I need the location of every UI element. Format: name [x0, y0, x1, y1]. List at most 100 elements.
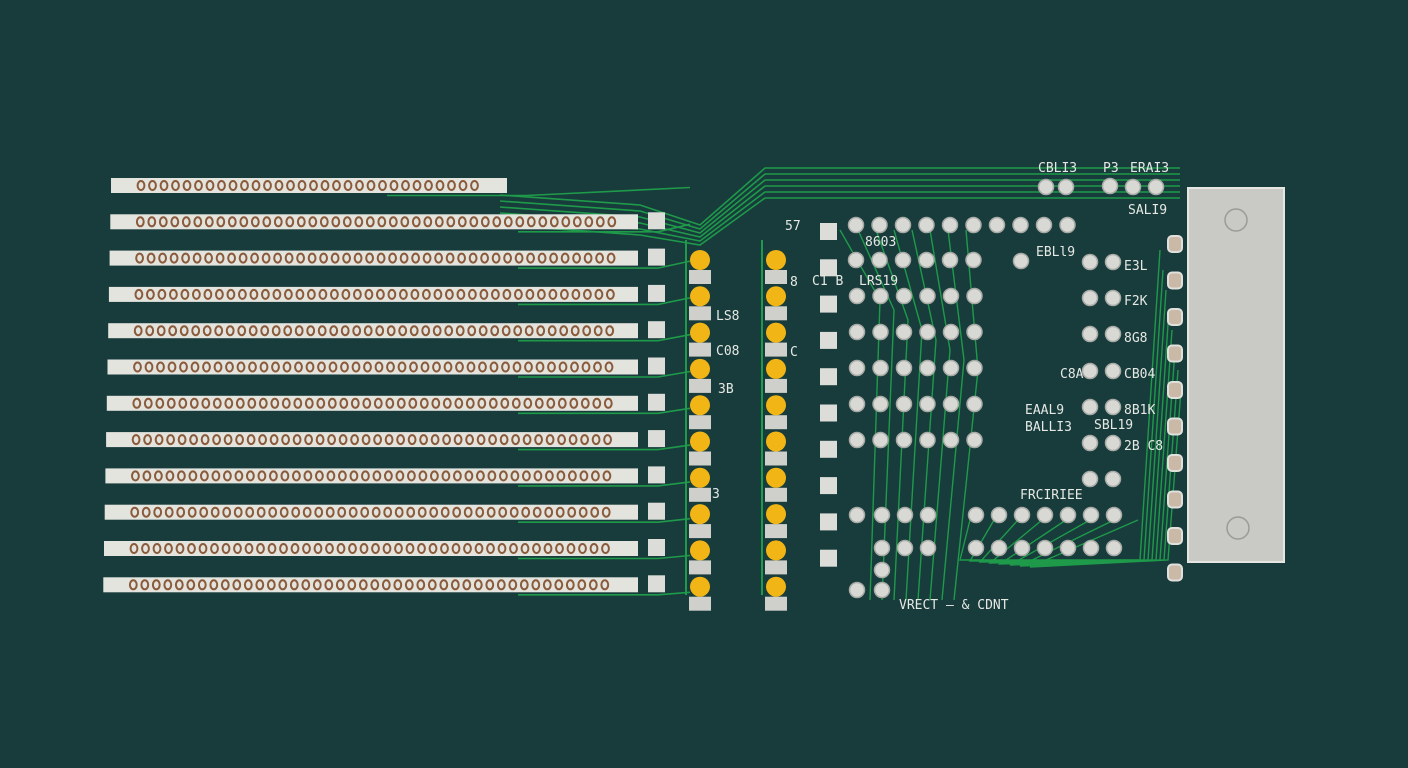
strip-dot — [308, 216, 318, 228]
strip-dot — [499, 470, 508, 482]
strip-dot — [245, 506, 255, 518]
strip-dot — [427, 579, 437, 591]
strip-dot — [605, 325, 615, 337]
strip-dot — [304, 434, 314, 446]
solder-pad — [1081, 398, 1099, 416]
strip-dot — [343, 180, 353, 191]
square-pad — [648, 321, 665, 339]
strip-dot — [171, 180, 180, 191]
connector-pin — [1167, 271, 1183, 290]
strip-dot — [283, 325, 293, 337]
strip-dot — [270, 397, 280, 409]
strip-dot — [130, 506, 140, 518]
connector-pin — [1167, 235, 1183, 253]
solder-pad — [988, 216, 1006, 234]
trace — [518, 444, 691, 451]
strip-dot — [580, 397, 590, 409]
strip-dot — [250, 252, 260, 264]
strip-dot — [305, 361, 315, 373]
strip-dot — [143, 434, 153, 446]
strip-dot — [476, 434, 486, 446]
led-pad — [765, 487, 787, 502]
solder-pad — [942, 359, 960, 377]
strip-dot — [491, 252, 501, 264]
strip-dot — [348, 543, 357, 554]
strip-dot — [371, 543, 380, 554]
strip-dot — [407, 434, 417, 446]
strip-dot — [260, 325, 270, 337]
strip-dot — [453, 470, 462, 482]
strip-dot — [443, 361, 453, 373]
strip-dot — [235, 397, 245, 409]
strip-dot — [179, 325, 189, 337]
strip-dot — [210, 506, 220, 518]
connector-pin — [1167, 381, 1183, 399]
led-pad — [689, 270, 711, 284]
silk-label: EBLl9 — [1036, 245, 1075, 260]
square-pad — [820, 404, 837, 422]
strip-dot — [589, 543, 599, 554]
strip-dot — [224, 397, 234, 409]
led-pad — [689, 451, 711, 466]
strip-dot — [306, 325, 316, 337]
led-pad — [765, 451, 787, 466]
solder-pad — [941, 251, 959, 269]
strip-dot — [222, 506, 232, 518]
strip-dot — [404, 579, 414, 591]
strip-dot — [535, 361, 545, 373]
led-pad — [765, 306, 787, 321]
strip-dot — [524, 361, 533, 373]
strip-dot — [534, 434, 543, 446]
strip-dot — [377, 216, 387, 228]
solder-pad — [1036, 506, 1054, 524]
strip-dot — [431, 397, 441, 409]
strip-dot — [480, 216, 490, 228]
strip-dot — [474, 543, 484, 554]
strip-dot — [233, 506, 243, 518]
strip-dot — [572, 252, 581, 264]
strip-dot — [568, 434, 578, 446]
strip-dot — [320, 180, 330, 191]
strip-dot — [261, 252, 271, 264]
led-pad — [689, 524, 711, 539]
strip-dot — [595, 252, 604, 264]
strip-dot — [521, 506, 531, 518]
strip-dot — [324, 579, 334, 591]
strip-dot — [182, 180, 192, 191]
strip-dot — [142, 470, 152, 482]
solder-pad — [919, 431, 936, 449]
strip-dot — [267, 543, 277, 554]
strip-dot — [416, 579, 426, 591]
strip-dot — [304, 397, 314, 409]
solder-pads — [820, 177, 1183, 599]
strip-dot — [538, 216, 548, 228]
solder-pad — [872, 287, 889, 305]
solder-pad — [919, 395, 936, 413]
solder-pad — [848, 431, 866, 449]
strip-dot — [341, 288, 351, 300]
strip-dot — [381, 579, 391, 591]
strip-dot — [318, 288, 328, 300]
solder-pad — [990, 506, 1008, 524]
strip-dot — [210, 543, 219, 554]
led — [766, 576, 786, 597]
strip-dot — [389, 180, 399, 191]
strip-dot — [398, 325, 408, 337]
strip-dot — [491, 288, 500, 300]
strip-dot — [560, 252, 570, 264]
strip-dot — [455, 361, 464, 373]
strip-dot — [440, 543, 449, 554]
solder-pad — [1081, 470, 1099, 488]
strip-dot — [383, 506, 393, 518]
solder-pad — [966, 323, 983, 341]
strip-dot — [606, 252, 616, 264]
strip-dot — [593, 361, 602, 373]
solder-pad — [1081, 362, 1099, 380]
strip-dot — [327, 397, 337, 409]
solder-pad — [1104, 289, 1122, 307]
strip-dot — [348, 506, 358, 518]
strip-dot — [168, 325, 178, 337]
strip-dot — [189, 397, 199, 409]
strip-dot — [165, 470, 175, 482]
solder-pad — [848, 323, 866, 341]
